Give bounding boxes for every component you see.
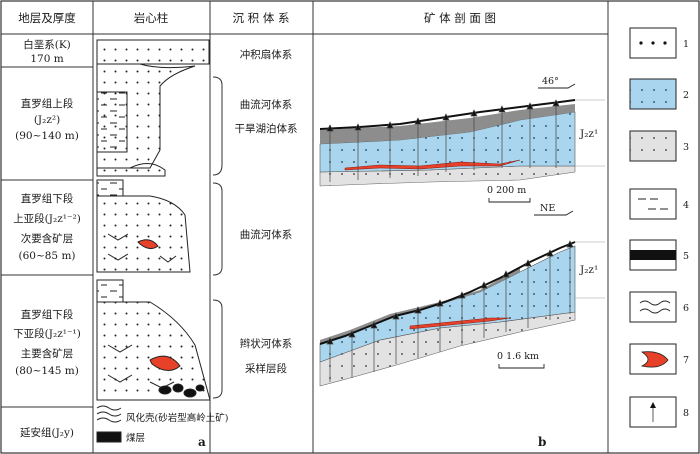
core-cross-3 bbox=[159, 255, 177, 263]
core-sub-upper-sand bbox=[96, 195, 191, 273]
header-profile: 矿 体 剖 面 图 bbox=[424, 11, 496, 25]
legend-item-6: 6 bbox=[629, 291, 689, 323]
svg-text:(60~85 m): (60~85 m) bbox=[18, 250, 75, 262]
svg-text:(J₂z²): (J₂z²) bbox=[34, 114, 60, 126]
system-alluvial-fan: 冲积扇体系 bbox=[240, 48, 293, 61]
core-cross-1 bbox=[107, 233, 129, 241]
svg-text:8: 8 bbox=[683, 408, 689, 419]
top-orientation: 46° bbox=[542, 76, 559, 87]
bottom-orientation-arrow bbox=[534, 210, 574, 216]
core-mud-1 bbox=[96, 179, 124, 197]
svg-text:1: 1 bbox=[683, 39, 689, 50]
header-strata: 地层及厚度 bbox=[18, 11, 76, 25]
panel-label-a: a bbox=[198, 435, 206, 449]
profile-top: 46° J₂z¹ 0 200 m bbox=[319, 76, 605, 203]
system-meander-lower: 曲流河体系 bbox=[240, 228, 293, 241]
core-gravels bbox=[158, 383, 205, 398]
weathering-note: 风化壳(砂岩型高岭土矿) bbox=[126, 412, 228, 424]
svg-text:3: 3 bbox=[683, 142, 689, 153]
svg-text:(80~145 m): (80~145 m) bbox=[15, 365, 79, 377]
svg-text:2: 2 bbox=[683, 90, 689, 101]
bottom-scale: 0 1.6 km bbox=[497, 351, 539, 362]
svg-text:次要含矿层: 次要含矿层 bbox=[21, 232, 74, 245]
core-mud-2 bbox=[96, 279, 124, 303]
core-upper-base bbox=[96, 163, 166, 177]
bottom-drillholes bbox=[326, 240, 574, 382]
svg-text:白垩系(K): 白垩系(K) bbox=[23, 38, 71, 51]
top-mud-layer bbox=[320, 104, 575, 144]
profile-bottom: NE J₂z¹ 0 1.6 km bbox=[319, 203, 605, 387]
svg-text:上亚段(J₂z¹⁻²): 上亚段(J₂z¹⁻²) bbox=[13, 212, 81, 225]
strata-yanan: 延安组(J₂y) bbox=[20, 426, 74, 439]
strata-zhiluo-upper: 直罗组上段 (J₂z²) (90~140 m) bbox=[15, 97, 79, 142]
core-cross-5 bbox=[107, 374, 133, 383]
svg-text:170 m: 170 m bbox=[30, 53, 63, 65]
svg-text:直罗组下段: 直罗组下段 bbox=[21, 192, 74, 205]
coal-note: 煤层 bbox=[126, 432, 145, 444]
svg-text:(90~140 m): (90~140 m) bbox=[15, 130, 79, 142]
strata-zhiluo-lower-upper: 直罗组下段 上亚段(J₂z¹⁻²) 次要含矿层 (60~85 m) bbox=[13, 192, 81, 262]
legend-item-3: 3 bbox=[629, 130, 689, 162]
legend: 1 2 3 4 5 6 7 bbox=[629, 27, 689, 428]
core-coal bbox=[96, 431, 122, 443]
top-orebody bbox=[344, 159, 521, 171]
svg-text:主要含矿层: 主要含矿层 bbox=[21, 347, 74, 360]
core-ore-1 bbox=[137, 239, 159, 250]
strata-zhiluo-lower-lower: 直罗组下段 下亚段(J₂z¹⁻¹) 主要含矿层 (80~145 m) bbox=[13, 308, 81, 377]
core-cross-2 bbox=[107, 253, 129, 261]
top-scale: 0 200 m bbox=[487, 185, 526, 196]
bottom-scale-bar bbox=[498, 364, 545, 369]
core-weathering bbox=[96, 405, 122, 423]
core-upper-mud bbox=[96, 91, 128, 153]
bottom-orebody bbox=[409, 317, 511, 330]
panel-label-b: b bbox=[538, 435, 546, 449]
legend-item-7: 7 bbox=[629, 343, 689, 375]
system-braided: 辫状河体系 bbox=[240, 337, 293, 350]
legend-item-8: 8 bbox=[629, 396, 689, 428]
core-cross-4 bbox=[107, 344, 133, 353]
system-brackets bbox=[212, 76, 223, 399]
legend-item-2: 2 bbox=[629, 78, 689, 110]
system-dry-lake: 干旱湖泊体系 bbox=[235, 123, 298, 135]
core-cretaceous bbox=[96, 39, 210, 65]
strata-cretaceous: 白垩系(K) 170 m bbox=[23, 38, 71, 65]
legend-item-4: 4 bbox=[629, 188, 689, 220]
core-column bbox=[96, 39, 211, 443]
svg-text:延安组(J₂y): 延安组(J₂y) bbox=[20, 426, 74, 439]
top-drillholes bbox=[326, 99, 560, 182]
svg-text:下亚段(J₂z¹⁻¹): 下亚段(J₂z¹⁻¹) bbox=[13, 327, 81, 340]
legend-item-5: 5 bbox=[629, 239, 689, 271]
top-unit-label: J₂z¹ bbox=[579, 128, 598, 140]
bottom-unit-label: J₂z¹ bbox=[579, 264, 598, 276]
svg-text:5: 5 bbox=[683, 251, 689, 262]
bottom-orientation: NE bbox=[540, 203, 555, 214]
svg-text:直罗组下段: 直罗组下段 bbox=[21, 308, 74, 321]
legend-item-1: 1 bbox=[629, 27, 689, 59]
core-sub-lower-sand bbox=[96, 301, 211, 401]
header-system: 沉 积 体 系 bbox=[233, 11, 290, 25]
svg-text:6: 6 bbox=[683, 303, 689, 314]
bottom-surface bbox=[319, 241, 576, 345]
top-scale-bar bbox=[488, 198, 531, 203]
system-meander-upper: 曲流河体系 bbox=[240, 98, 293, 111]
top-orientation-arrow bbox=[538, 83, 576, 89]
top-surface bbox=[319, 99, 576, 130]
svg-text:4: 4 bbox=[683, 200, 689, 211]
core-ore-2 bbox=[149, 355, 181, 371]
system-sampling: 采样层段 bbox=[245, 362, 287, 375]
svg-text:7: 7 bbox=[683, 355, 689, 366]
header-core: 岩心柱 bbox=[134, 11, 169, 25]
svg-text:直罗组上段: 直罗组上段 bbox=[21, 97, 74, 110]
